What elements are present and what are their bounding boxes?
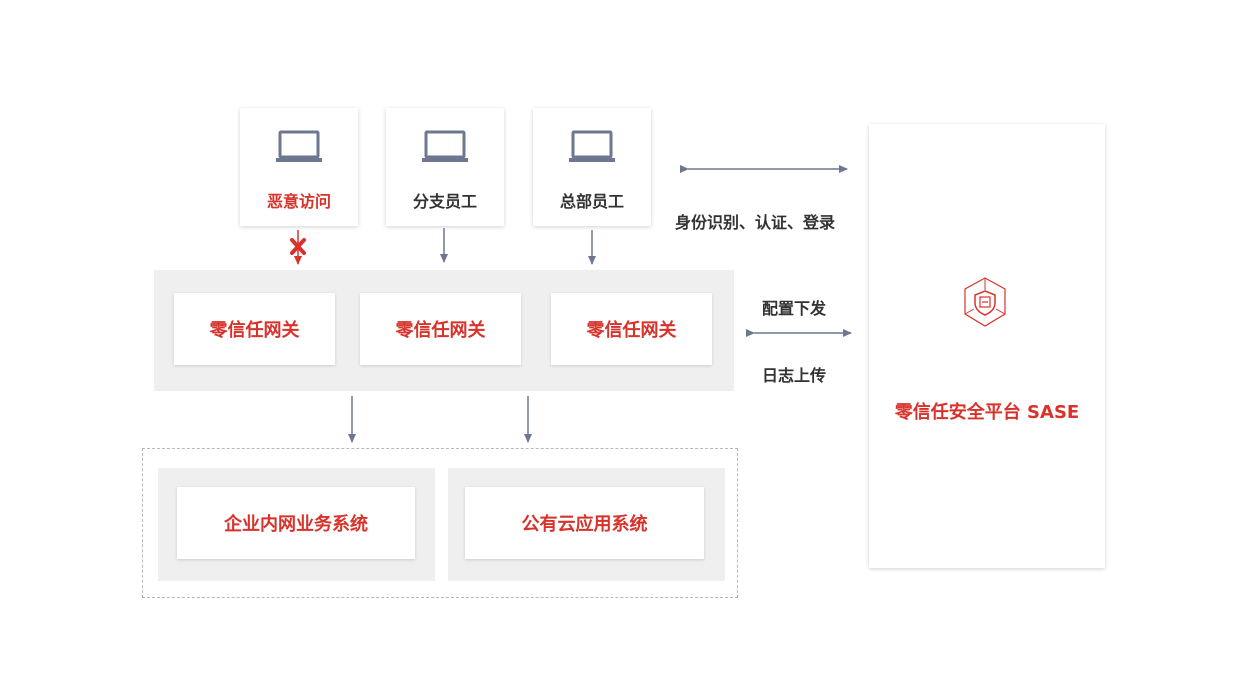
- sase-platform-card: 零信任安全平台 SASE: [869, 124, 1105, 568]
- user-label: 分支员工: [412, 192, 477, 211]
- system-box-cloud: 公有云应用系统: [465, 487, 704, 559]
- user-card-branch: 分支员工: [386, 108, 504, 226]
- platform-title: 零信任安全平台 SASE: [894, 402, 1080, 423]
- identity-label: 身份识别、认证、登录: [675, 213, 836, 232]
- laptop-icon: [569, 130, 615, 162]
- blocked-x-icon: [290, 238, 306, 255]
- user-card-malicious: 恶意访问: [240, 108, 358, 226]
- user-card-hq: 总部员工: [533, 108, 651, 226]
- gateway-box: 零信任网关: [174, 293, 335, 365]
- config-label: 配置下发: [762, 299, 827, 318]
- gateway-box: 零信任网关: [551, 293, 712, 365]
- log-label: 日志上传: [762, 366, 827, 385]
- user-label: 总部员工: [559, 192, 624, 211]
- system-box-intranet: 企业内网业务系统: [177, 487, 415, 559]
- user-label: 恶意访问: [266, 192, 331, 211]
- laptop-icon: [422, 130, 468, 162]
- shield-cube-icon: [964, 277, 1006, 327]
- systems-group: [142, 448, 738, 598]
- gateway-box: 零信任网关: [360, 293, 521, 365]
- laptop-icon: [276, 130, 322, 162]
